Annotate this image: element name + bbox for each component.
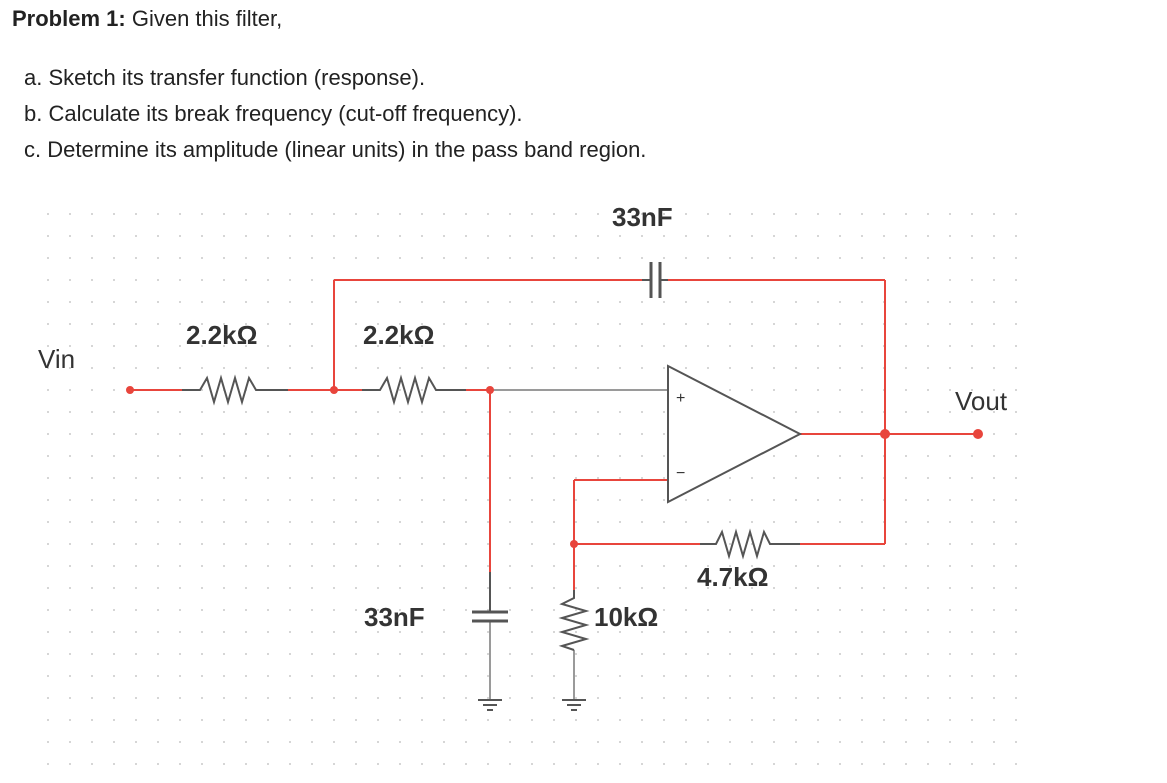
wires-gray [489,389,668,700]
r-ground-label: 10kΩ [594,602,658,632]
capacitor-ground [472,572,508,623]
junction-nodes [126,386,983,548]
r1-label: 2.2kΩ [186,320,257,350]
part-a: a. Sketch its transfer function (respons… [24,65,426,90]
vin-label: Vin [38,344,75,374]
resistor-r2 [362,374,466,406]
resistor-ground [558,590,590,651]
part-c: c. Determine its amplitude (linear units… [24,137,647,162]
problem-label: Problem 1: [12,6,126,31]
grid-dots [47,213,1017,765]
problem-text: Problem 1: Given this filter, a. Sketch … [12,4,1152,168]
resistor-feedback [700,528,800,560]
part-b: b. Calculate its break frequency (cut-of… [24,101,523,126]
c-ground-label: 33nF [364,602,425,632]
opamp-minus-label: − [676,465,685,482]
capacitor-feedback [642,262,668,298]
opamp-plus-label: + [676,390,685,407]
r2-label: 2.2kΩ [363,320,434,350]
c-feedback-label: 33nF [612,202,673,232]
vout-label: Vout [955,386,1008,416]
r-feedback-label: 4.7kΩ [697,562,768,592]
ground-symbol-resistor [562,699,586,711]
opamp: + − [667,364,803,504]
ground-symbol-capacitor [478,699,502,711]
problem-parts-list: a. Sketch its transfer function (respons… [24,60,1152,168]
problem-intro: Given this filter, [131,6,283,31]
resistor-r1 [182,374,288,406]
filter-schematic: + − Vin Vout 2.2kΩ 2.2kΩ 33nF 33nF 10kΩ … [38,202,1017,765]
problem-heading: Problem 1: Given this filter, [12,4,1152,34]
